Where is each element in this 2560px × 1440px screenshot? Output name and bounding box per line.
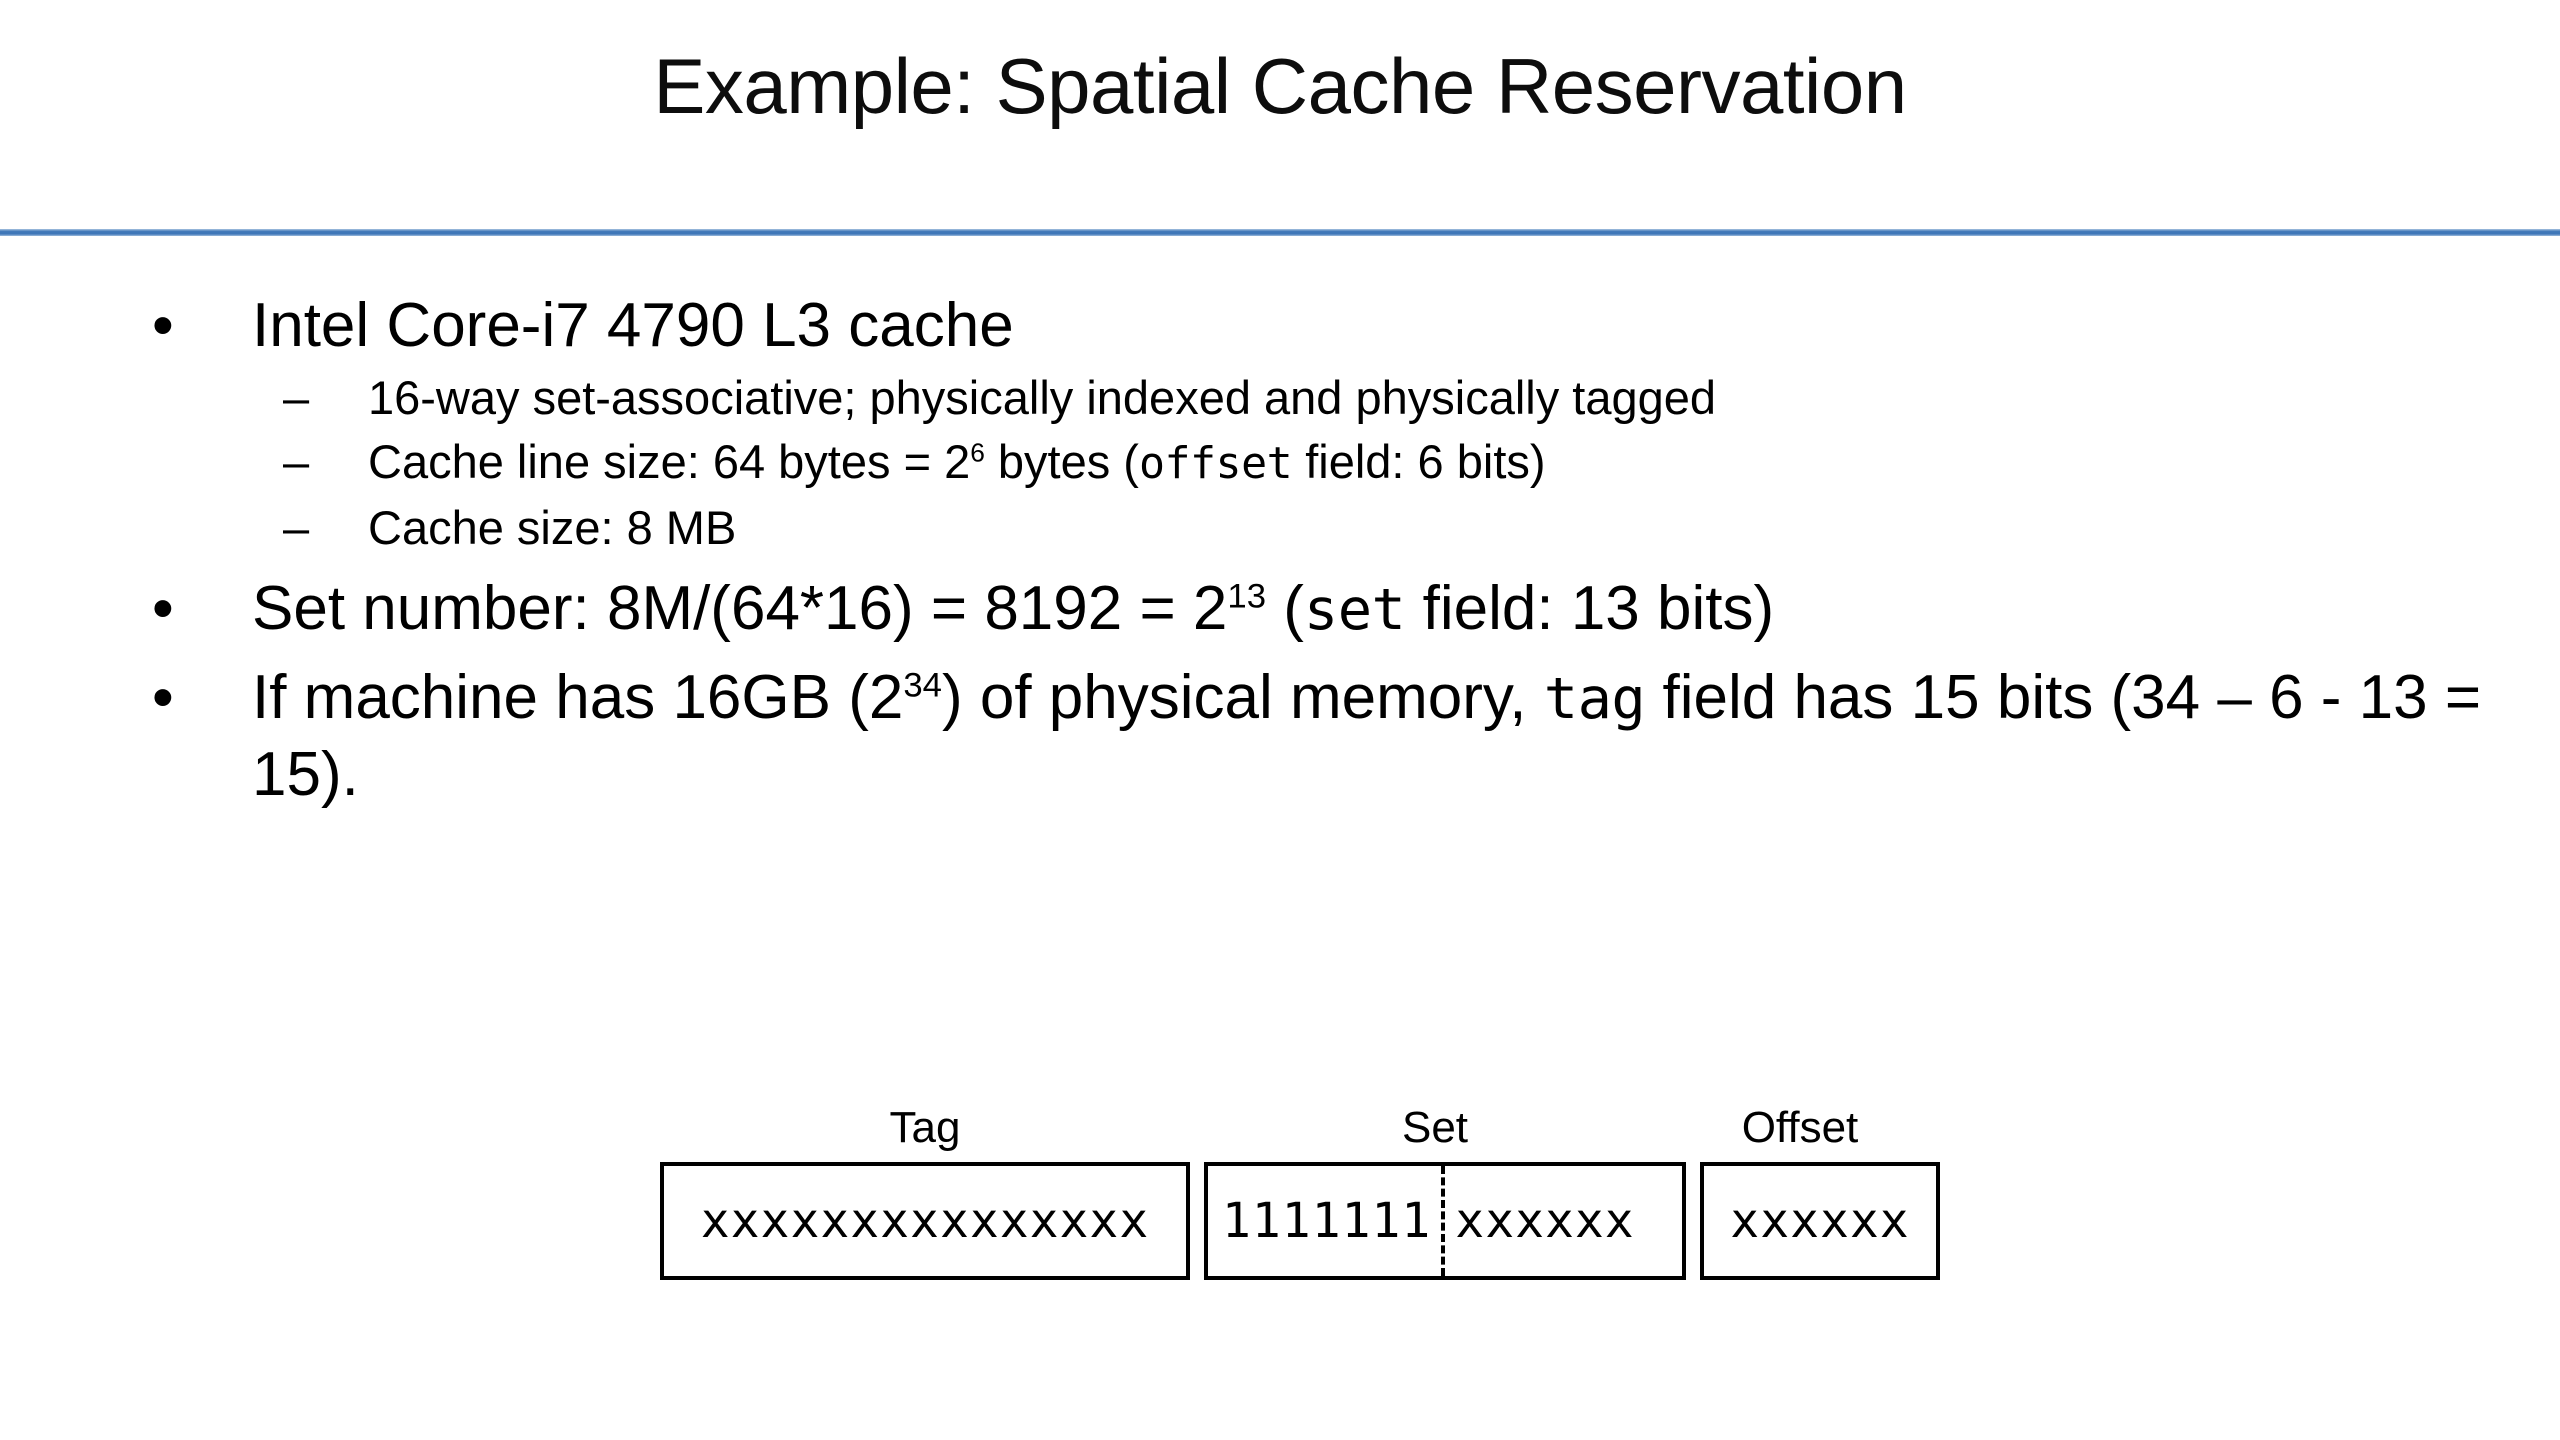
offset-field-keyword: offset — [1138, 439, 1293, 489]
set-field-box: 1111111 xxxxxx — [1204, 1162, 1686, 1280]
page-title: Example: Spatial Cache Reservation — [653, 42, 1907, 130]
bullet-text-part3: field has 15 bits (34 – 6 - 13 = 15). — [252, 663, 2482, 809]
bullet-marker-dash: – — [283, 501, 310, 554]
bullet-text-part3: field: 13 bits) — [1405, 574, 1775, 643]
slide-body: • Intel Core-i7 4790 L3 cache – 16-way s… — [0, 288, 2560, 813]
exponent-13: 13 — [1227, 577, 1267, 616]
exponent-34: 34 — [903, 666, 942, 705]
title-divider — [0, 229, 2560, 236]
subbullet-text-part2: bytes ( — [984, 435, 1139, 488]
bullet-marker-dot: • — [152, 574, 174, 643]
offset-field-box: xxxxxx — [1700, 1162, 1940, 1280]
bullet-set-number: • Set number: 8M/(64*16) = 8192 = 213 (s… — [0, 571, 2560, 648]
bullet-marker-dash: – — [283, 371, 310, 424]
bullet-marker-dot: • — [152, 291, 174, 360]
set-reserved-bits: 1111111 — [1222, 1193, 1432, 1249]
bullet-marker-dot: • — [152, 663, 174, 732]
bullet-text-part2: ) of physical memory, — [941, 663, 1544, 732]
subbullet-set-associative: – 16-way set-associative; physically ind… — [0, 367, 2560, 429]
subbullet-cache-size: – Cache size: 8 MB — [0, 497, 2560, 559]
set-field-keyword: set — [1303, 577, 1406, 643]
address-field-diagram: Tag Set Offset xxxxxxxxxxxxxxx 1111111 x… — [660, 1100, 1960, 1290]
set-index-bits: xxxxxx — [1455, 1193, 1635, 1249]
subbullet-text: 16-way set-associative; physically index… — [368, 371, 1717, 424]
bullet-marker-dash: – — [283, 435, 310, 488]
diagram-labels: Tag Set Offset — [660, 1100, 1960, 1156]
label-tag: Tag — [889, 1103, 961, 1152]
bullet-intel-cache: • Intel Core-i7 4790 L3 cache — [0, 288, 2560, 364]
bullet-text-part2: ( — [1266, 574, 1304, 643]
set-split-divider — [1441, 1166, 1446, 1276]
subbullet-text-part1: Cache line size: 64 bytes = 2 — [368, 435, 971, 488]
tag-field-keyword: tag — [1543, 666, 1646, 732]
subbullet-cache-line-size: – Cache line size: 64 bytes = 26 bytes (… — [0, 431, 2560, 495]
label-offset: Offset — [1741, 1103, 1859, 1152]
subbullet-text-part3: field: 6 bits) — [1292, 435, 1546, 488]
bullet-text-part1: Set number: 8M/(64*16) = 8192 = 2 — [252, 574, 1228, 643]
subbullet-text: Cache size: 8 MB — [368, 501, 737, 554]
label-set: Set — [1401, 1103, 1469, 1152]
tag-field-box: xxxxxxxxxxxxxxx — [660, 1162, 1190, 1280]
bullet-text-part1: If machine has 16GB (2 — [252, 663, 904, 732]
exponent-6: 6 — [970, 437, 985, 468]
bullet-tag-field: • If machine has 16GB (234) of physical … — [0, 660, 2560, 813]
bullet-text: Intel Core-i7 4790 L3 cache — [252, 291, 1014, 360]
